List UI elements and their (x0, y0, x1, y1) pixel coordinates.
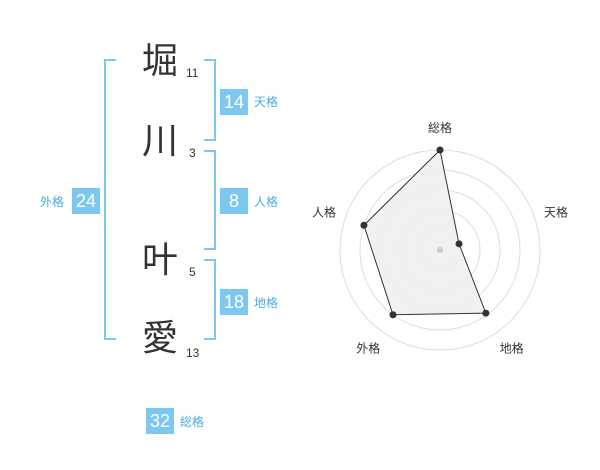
jinkaku-value: 8 (220, 188, 248, 214)
tenkaku-bracket (204, 59, 216, 141)
jinkaku-label: 人格 (254, 195, 279, 209)
radar-point-2 (455, 240, 463, 248)
stroke-count-3: 5 (189, 265, 196, 279)
name-char-1: 堀 (142, 41, 179, 82)
stroke-count-2: 3 (189, 146, 196, 160)
radar-axis-label-2: 天格 (544, 204, 568, 219)
radar-point-1 (436, 146, 444, 154)
chikaku-bracket (204, 259, 216, 340)
radar-point-5 (360, 221, 368, 229)
stroke-count-1: 11 (186, 66, 199, 80)
tenkaku-value: 14 (220, 89, 248, 115)
gaikaku-bracket (104, 59, 116, 340)
name-char-4: 愛 (142, 318, 179, 359)
radar-axis-label-4: 外格 (356, 341, 380, 356)
stroke-count-4: 13 (186, 346, 200, 360)
radar-axis-label-1: 総格 (428, 120, 452, 135)
jinkaku-bracket (204, 150, 216, 250)
radar-axis-label-5: 人格 (312, 204, 336, 219)
soukaku-value: 32 (146, 408, 174, 434)
radar-point-4 (389, 311, 397, 319)
gaikaku-value: 24 (72, 188, 100, 214)
radar-center-dot (437, 247, 443, 253)
name-char-2: 川 (142, 121, 179, 162)
radar-series-polygon (363, 148, 487, 316)
chikaku-value: 18 (220, 289, 248, 315)
tenkaku-label: 天格 (254, 95, 279, 109)
name-char-3: 叶 (142, 240, 179, 281)
chikaku-label: 地格 (254, 296, 279, 310)
radar-point-3 (482, 309, 490, 317)
gaikaku-label: 外格 (40, 195, 65, 209)
soukaku-label: 総格 (180, 415, 205, 429)
radar-axis-label-3: 地格 (500, 341, 524, 356)
